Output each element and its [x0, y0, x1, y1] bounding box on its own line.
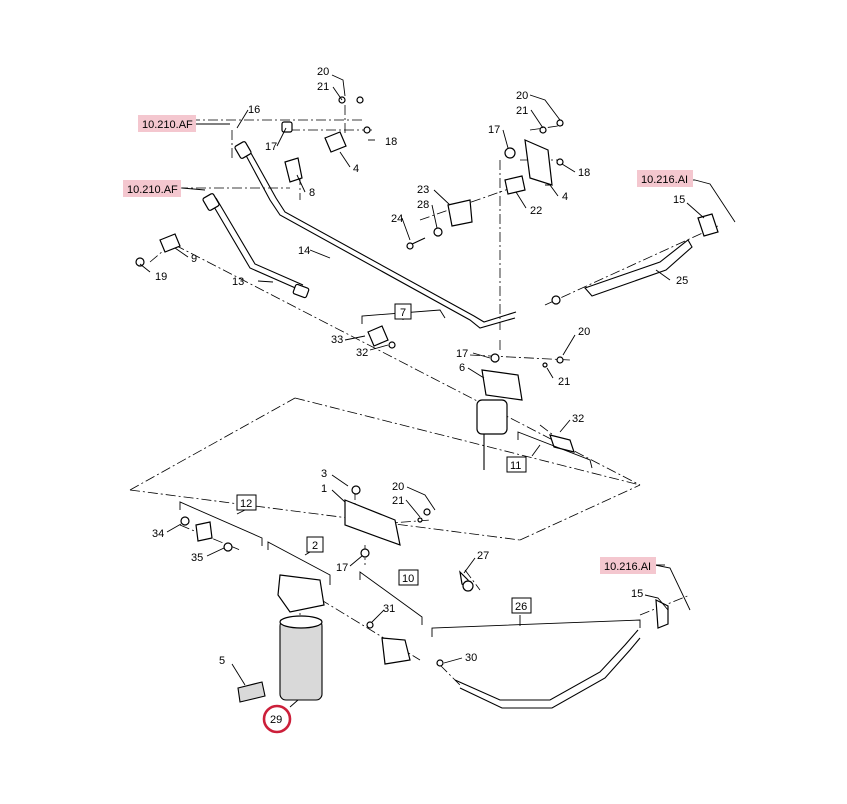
callout-20: 20: [578, 326, 590, 338]
group-brackets: [179, 309, 641, 637]
callout-5: 5: [219, 655, 225, 667]
group-box-11: 11: [506, 456, 527, 473]
ref-tag-10-216-ai-bottom[interactable]: 10.216.AI: [600, 557, 656, 574]
callout-3: 3: [321, 468, 327, 480]
callout-numbers: 20 21 16 17 18 4 8 9 19 13 14 20 21 17 1…: [152, 66, 688, 667]
group-box-26: 26: [511, 597, 532, 614]
leader-lines: [139, 74, 736, 708]
callout-14: 14: [298, 245, 310, 257]
callout-21: 21: [392, 495, 404, 507]
group-box-7: 7: [394, 303, 412, 320]
group-box-12: 12: [236, 494, 257, 511]
callout-6: 6: [459, 362, 465, 374]
fuel-line-13: [209, 199, 301, 291]
callout-32: 32: [356, 347, 368, 359]
callout-23: 23: [417, 184, 429, 196]
fuel-line-14: [241, 147, 516, 329]
callout-20: 20: [317, 66, 329, 78]
group-box-label: 26: [515, 601, 527, 613]
callout-25: 25: [676, 275, 688, 287]
group-box-10: 10: [398, 569, 419, 586]
callout-1: 1: [321, 483, 327, 495]
callout-15: 15: [673, 194, 685, 206]
ref-tag-label: 10.216.AI: [641, 174, 688, 186]
callout-15: 15: [631, 588, 643, 600]
callout-17: 17: [265, 141, 277, 153]
callout-24: 24: [391, 213, 403, 225]
highlight-callout-29[interactable]: 29: [262, 704, 292, 734]
callout-18: 18: [578, 167, 590, 179]
ref-tag-10-210-af-top[interactable]: 10.210.AF: [138, 115, 196, 132]
callout-20: 20: [516, 90, 528, 102]
callout-30: 30: [465, 652, 477, 664]
group-box-label: 12: [240, 498, 252, 510]
ref-tag-label: 10.216.AI: [604, 561, 651, 573]
callout-16: 16: [248, 104, 260, 116]
callout-27: 27: [477, 550, 489, 562]
callout-20: 20: [392, 481, 404, 493]
callout-32: 32: [572, 413, 584, 425]
group-box-label: 10: [402, 573, 414, 585]
callout-13: 13: [232, 276, 244, 288]
callout-18: 18: [385, 136, 397, 148]
callout-4: 4: [353, 163, 359, 175]
part-shapes: [135, 96, 719, 709]
callout-21: 21: [317, 81, 329, 93]
callout-34: 34: [152, 528, 164, 540]
ref-tag-10-210-af-left[interactable]: 10.210.AF: [123, 180, 181, 197]
callout-33: 33: [331, 334, 343, 346]
callout-21: 21: [558, 376, 570, 388]
group-box-label: 7: [400, 307, 406, 319]
callout-4: 4: [562, 191, 568, 203]
callout-35: 35: [191, 552, 203, 564]
callout-9: 9: [191, 253, 197, 265]
callout-31: 31: [383, 603, 395, 615]
callout-17: 17: [488, 124, 500, 136]
callout-28: 28: [417, 199, 429, 211]
callout-17: 17: [336, 562, 348, 574]
callout-17: 17: [456, 348, 468, 360]
callout-21: 21: [516, 105, 528, 117]
highlight-label: 29: [270, 714, 282, 726]
callout-19: 19: [155, 271, 167, 283]
group-box-label: 2: [312, 540, 318, 552]
callout-22: 22: [530, 205, 542, 217]
group-box-2: 2: [306, 536, 324, 553]
ref-tag-10-216-ai-right[interactable]: 10.216.AI: [637, 170, 693, 187]
ref-tag-label: 10.210.AF: [127, 184, 178, 196]
ref-tag-label: 10.210.AF: [142, 119, 193, 131]
callout-8: 8: [309, 187, 315, 199]
group-box-label: 11: [510, 460, 521, 472]
